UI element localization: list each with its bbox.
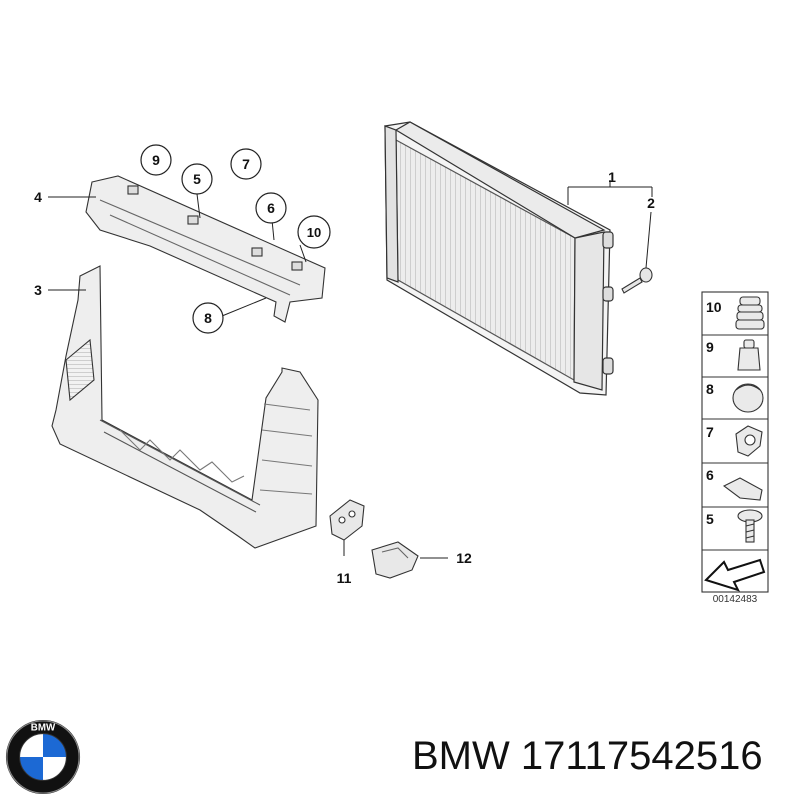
bmw-logo: BMW xyxy=(5,719,81,795)
callout-9: 9 xyxy=(140,144,172,176)
bump-stop-icon xyxy=(735,296,765,330)
front-frame xyxy=(51,265,319,549)
callout-3: 3 xyxy=(34,282,42,298)
legend-row-9: 9 xyxy=(706,339,761,371)
callout-12: 12 xyxy=(456,550,472,566)
clip-icon xyxy=(737,339,761,371)
callout-4-label: 4 xyxy=(34,189,42,205)
legend-row-8: 8 xyxy=(706,381,764,413)
diagram-reference-code: 00142483 xyxy=(713,594,758,605)
callout-11: 11 xyxy=(337,570,352,586)
callout-10-label: 10 xyxy=(307,225,321,240)
legend-label-5: 5 xyxy=(706,511,714,527)
callout-2: 2 xyxy=(647,195,655,211)
brand-name: BMW xyxy=(412,734,510,778)
legend-label-10: 10 xyxy=(706,299,722,315)
callout-7: 7 xyxy=(230,148,262,180)
callout-1: 1 xyxy=(608,169,616,185)
callout-8-label: 8 xyxy=(204,310,212,326)
callout-10: 10 xyxy=(297,215,331,249)
direction-arrow-icon xyxy=(704,558,766,592)
callout-11-label: 11 xyxy=(337,570,352,586)
callout-5-label: 5 xyxy=(193,171,201,187)
legend-row-10: 10 xyxy=(706,296,765,330)
callout-1-label: 1 xyxy=(608,169,616,185)
legend-row-6: 6 xyxy=(706,467,763,501)
callout-6: 6 xyxy=(255,192,287,224)
bmw-logo-text: BMW xyxy=(31,723,56,734)
callout-12-label: 12 xyxy=(456,550,472,566)
part-number-caption: BMW 17117542516 xyxy=(412,734,796,779)
callout-5: 5 xyxy=(181,163,213,195)
bracket-11 xyxy=(329,499,365,541)
legend-row-7: 7 xyxy=(706,424,763,457)
legend-label-8: 8 xyxy=(706,381,714,397)
callout-7-label: 7 xyxy=(242,156,250,172)
legend-label-6: 6 xyxy=(706,467,714,483)
screw-icon xyxy=(737,509,763,543)
legend-label-7: 7 xyxy=(706,424,714,440)
bracket-12 xyxy=(371,541,419,579)
leader-lines xyxy=(48,180,653,559)
callout-6-label: 6 xyxy=(267,200,275,216)
upper-carrier xyxy=(85,175,326,323)
clamp-icon xyxy=(735,425,763,457)
callout-3-label: 3 xyxy=(34,282,42,298)
callout-2-label: 2 xyxy=(647,195,655,211)
parts-legend: 10 9 8 7 xyxy=(701,291,769,593)
callout-4: 4 xyxy=(34,189,42,205)
part-number: 17117542516 xyxy=(520,734,763,778)
radiator xyxy=(384,121,614,396)
legend-label-9: 9 xyxy=(706,339,714,355)
callout-9-label: 9 xyxy=(152,152,160,168)
legend-row-5: 5 xyxy=(706,509,763,543)
plug-cap-icon xyxy=(732,383,764,413)
drain-plug xyxy=(621,267,653,294)
retainer-icon xyxy=(722,477,763,501)
callout-8: 8 xyxy=(192,302,224,334)
